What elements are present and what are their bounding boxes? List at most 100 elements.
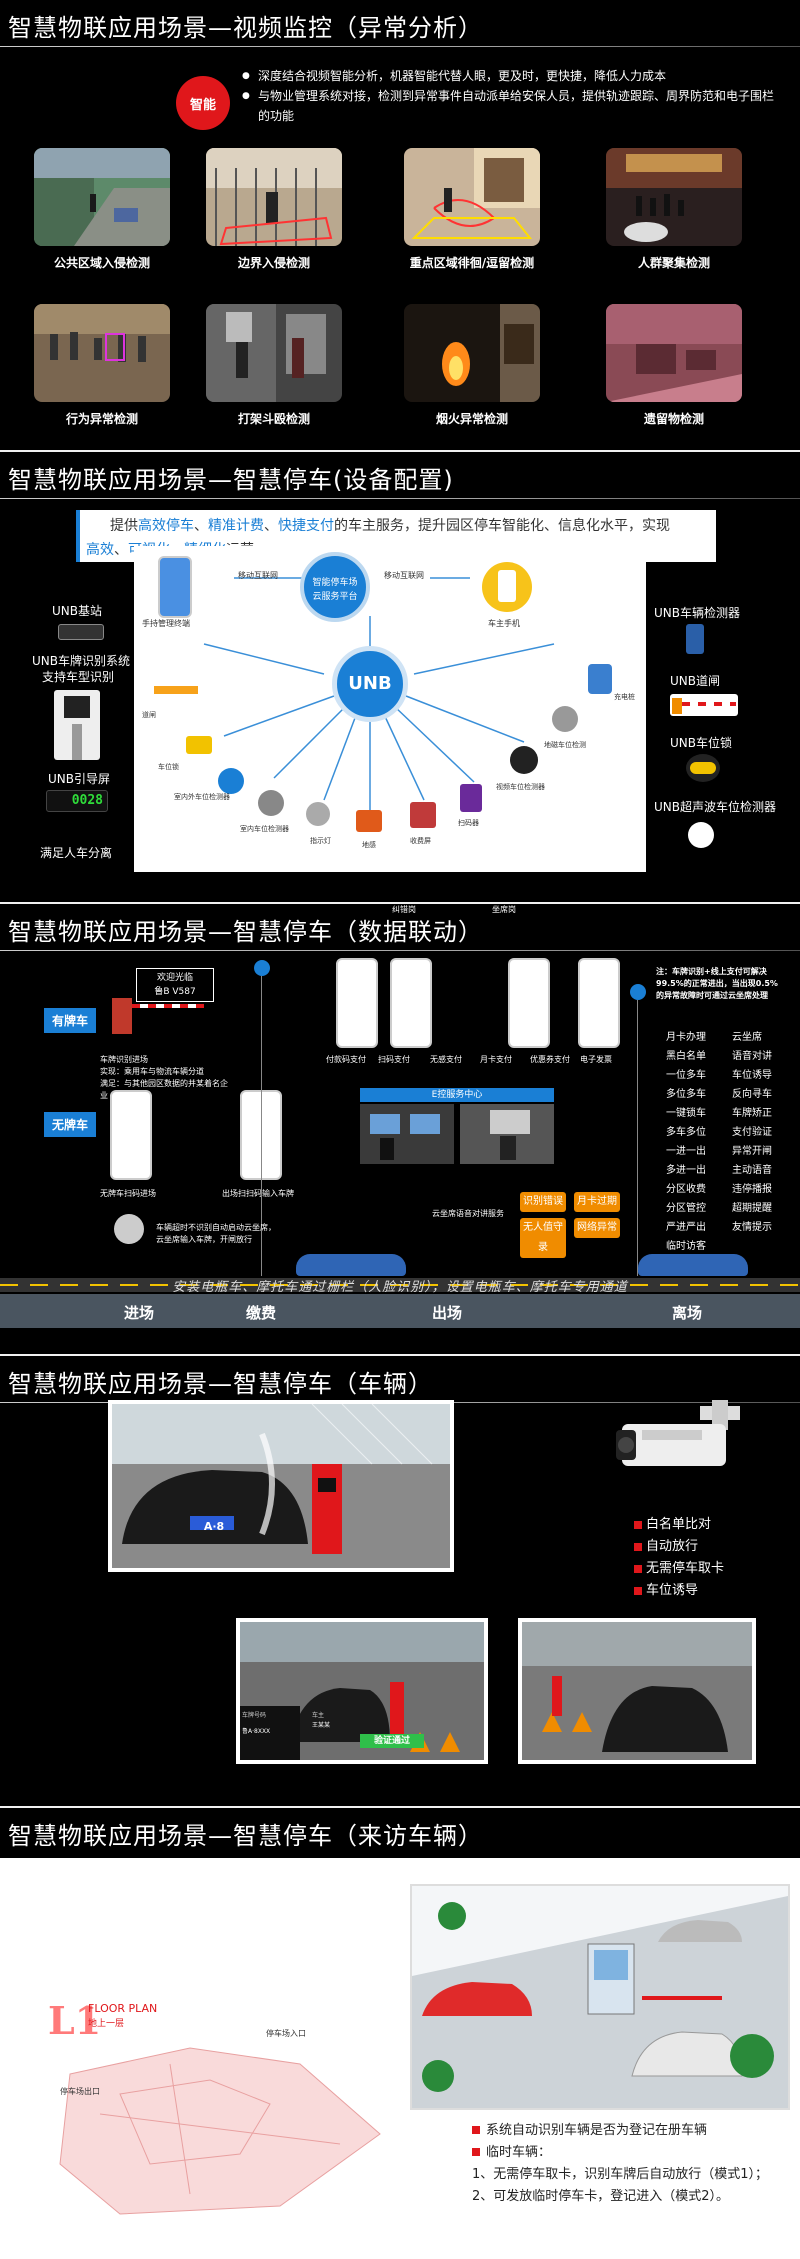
func-item: 多位多车 [666,1089,706,1100]
func-item: 分区收费 [666,1184,706,1195]
owner-phone-label: 车主手机 [488,619,520,628]
photo-gate-lane [518,1618,756,1764]
label-model-recognition: 支持车型识别 [42,670,115,684]
label-barrier: UNB道闸 [670,674,720,688]
camera-icon [612,1400,748,1480]
label-ultrasonic-detector: UNB超声波车位检测器 [654,800,776,814]
func-item: 云坐席 [732,1032,762,1043]
visitor-text-line: 1、无需停车取卡，识别车牌后自动放行（模式1）； [472,2167,769,2182]
plate-camera-icon [54,690,100,760]
note-text: 的异常故障时可通过云坐席处理 [656,991,768,1000]
intro-accent [76,510,80,562]
screen-text: 车牌号码 [242,1712,267,1719]
floor-plan-map [59,2047,381,2215]
video-thumbnail [34,304,170,402]
slide-header-bar [0,1808,800,1858]
payment-phone-icon [508,958,550,1048]
service-center-header: E控服务中心 [360,1088,554,1102]
visitor-text-line: 临时车辆： [486,2145,552,2160]
func-item: 违停播报 [732,1184,772,1195]
video-card-left-object[interactable]: 遗留物检测 [606,304,742,427]
label-vehicle-detector: UNB车辆检测器 [654,606,740,620]
func-item: 异常开闸 [732,1146,772,1157]
floor-plan-title: FLOOR PLAN [88,2002,158,2015]
video-card-public-intrusion[interactable]: 公共区域入侵检测 [34,148,170,271]
slide-video-monitoring: 智慧物联应用场景—视频监控（异常分析） 智能 深度结合视频智能分析，机器智能代替… [0,0,800,450]
note-text: 99.5%的正常进出，当出现0.5% [656,979,778,988]
video-space-detector-icon [510,746,538,774]
slide-title: 智慧物联应用场景—智慧停车（车辆） [8,1370,433,1398]
func-item: 主动语音 [732,1165,772,1176]
recog-text: 实现：乘用车与物流车辆分道 [100,1067,204,1076]
ring-label: 车位锁 [158,763,179,771]
service-note: 云坐席语音对讲服务 [432,1209,504,1218]
func-item: 多车多位 [666,1127,706,1138]
indoor-detector-icon [258,790,284,816]
slide-parking-data-linkage: 智慧物联应用场景—智慧停车（数据联动） 有牌车 无牌车 欢迎光临 鲁B V587… [0,904,800,1354]
welcome-text: 欢迎光临 [156,973,193,983]
func-item: 友情提示 [732,1222,772,1233]
video-card-label: 遗留物检测 [643,412,704,426]
unb-base-device-icon [58,624,104,640]
intro-text: 、 [194,518,208,534]
function-list-right: 云坐席 语音对讲 车位诱导 反向寻车 车牌矫正 支付验证 异常开闸 主动语音 违… [732,1028,772,1237]
video-card-crowd[interactable]: 人群聚集检测 [606,148,742,271]
ring-label: 室内车位检测器 [240,825,289,833]
pay-label: 付款码支付 [326,1055,366,1064]
handheld-terminal-icon [158,556,192,618]
feature-item: 无需停车取卡 [634,1558,724,1580]
video-card-fire[interactable]: 烟火异常检测 [404,304,540,427]
red-bullet [472,2148,480,2156]
space-detector-icon [218,768,244,794]
video-card-loitering[interactable]: 重点区域徘徊/逗留检测 [404,148,540,271]
welcome-display: 欢迎光临 鲁B V587 [136,968,214,1002]
btn-network-error[interactable]: 网络异常 [574,1218,620,1238]
recog-text: 业 [100,1091,108,1100]
ring-label: 扫码器 [458,819,479,827]
func-item: 语音对讲 [732,1051,772,1062]
video-card-label: 打架斗殴检测 [237,412,310,426]
func-item: 分区管控 [666,1203,706,1214]
visitor-text-line: 系统自动识别车辆是否为登记在册车辆 [486,2123,708,2138]
btn-recognition-error[interactable]: 识别错误 [520,1192,566,1212]
video-card-label: 边界入侵检测 [237,256,310,270]
step-pay: 缴费 [246,1304,277,1322]
video-thumbnail [206,148,342,246]
list-icon [254,960,270,976]
scan-phone-icon [110,1090,152,1180]
feature-list: 白名单比对 自动放行 无需停车取卡 车位诱导 [634,1514,724,1602]
road-lower [0,1294,800,1328]
step-enter: 进场 [124,1304,155,1322]
video-card-label: 重点区域徘徊/逗留检测 [409,256,535,270]
video-card-boundary-intrusion[interactable]: 边界入侵检测 [206,148,342,271]
charging-pile-icon [588,664,612,694]
video-card-fight[interactable]: 打架斗殴检测 [206,304,342,427]
ring-label: 充电桩 [614,693,635,701]
mobile-internet-left-label: 移动互联网 [238,571,278,580]
video-card-behavior[interactable]: 行为异常检测 [34,304,170,427]
video-card-label: 人群聚集检测 [637,256,710,270]
parking-lock-device-icon [686,754,720,782]
feature-item: 白名单比对 [634,1514,724,1536]
cloud-platform-node: 智能停车场 云服务平台 [300,552,370,622]
step-exit: 出场 [432,1304,463,1322]
video-card-label: 烟火异常检测 [435,412,508,426]
barrier-gate-icon [154,686,198,694]
payment-phone-icon [336,958,378,1048]
feature-item: 车位诱导 [634,1580,724,1602]
intro-text: 提供 [110,518,138,534]
btn-unattended[interactable]: 无人值守录 [520,1218,566,1258]
exit-scan-text: 出场扫扫码输入车牌 [222,1189,294,1198]
btn-card-expired[interactable]: 月卡过期 [574,1192,620,1212]
video-thumbnail [606,304,742,402]
title-divider [0,950,800,951]
slide-parking-visitors: 智慧物联应用场景—智慧停车（来访车辆） L1 FLOOR PLAN 地上一层 停… [0,1808,800,2259]
alarm-note: 车辆超时不识别自动启动云坐席， [156,1223,276,1232]
func-item: 一键锁车 [666,1108,706,1119]
video-thumbnail [206,304,342,402]
verification-passed-badge: 验证通过 [360,1734,424,1748]
guide-screen-display: 0028 [46,790,108,812]
ring-label: 道闸 [142,711,156,719]
floor-plan-subtitle: 地上一层 [88,2019,125,2029]
